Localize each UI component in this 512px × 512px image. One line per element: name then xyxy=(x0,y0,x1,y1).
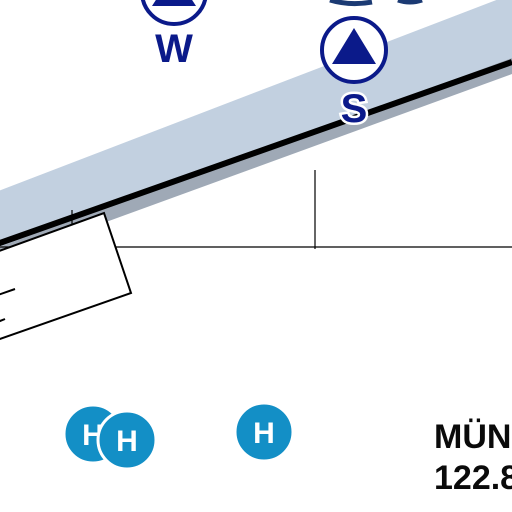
heliport-letter: H xyxy=(253,417,275,450)
triangle-icon xyxy=(152,0,196,6)
callout-line xyxy=(0,288,16,296)
top-arc-fragment-2 xyxy=(397,0,423,5)
airfield-name: MÜN xyxy=(434,418,511,456)
heliport-letter: H xyxy=(116,425,138,458)
reporting-point-letter: S xyxy=(341,87,368,131)
triangle-icon xyxy=(332,28,376,64)
heliport-icon xyxy=(233,401,295,463)
callout-box xyxy=(0,211,133,341)
reporting-point-w: W xyxy=(140,0,208,74)
heliport-marker: H xyxy=(96,409,158,471)
airfield-frequency: 122.8 xyxy=(434,459,512,497)
reporting-point-letter: W xyxy=(155,27,193,71)
top-arc-fragment xyxy=(329,0,373,7)
heliport-icon xyxy=(96,409,158,471)
callout-line-2 xyxy=(0,318,6,323)
runway-edge-line xyxy=(0,59,512,247)
reporting-point-s: S xyxy=(320,16,388,134)
heliport-marker: H xyxy=(233,401,295,463)
